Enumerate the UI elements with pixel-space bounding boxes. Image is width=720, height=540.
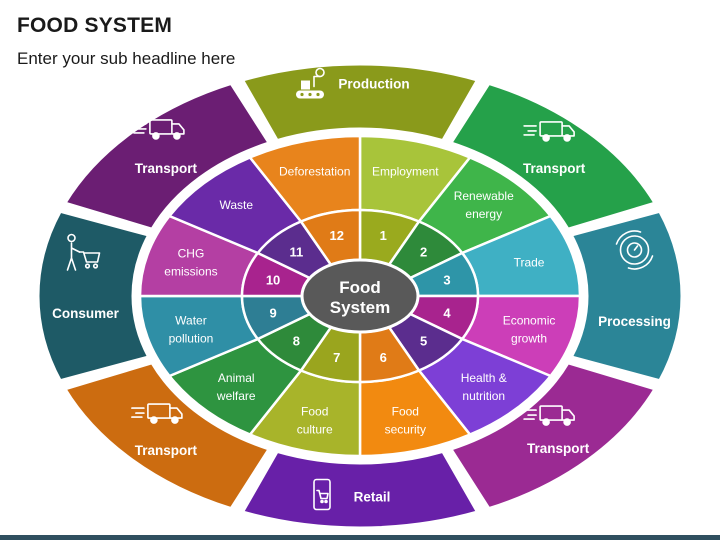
- inner-segment-label: Trade: [514, 256, 545, 270]
- page-title: FOOD SYSTEM: [17, 14, 173, 37]
- outer-segment-shape: [240, 449, 480, 530]
- inner-segment-label: Renewable: [454, 189, 514, 203]
- outer-segment-shape: [36, 209, 151, 383]
- inner-segment-label: emissions: [164, 265, 217, 279]
- inner-segment-label: Food: [392, 405, 419, 419]
- inner-segment-label: pollution: [169, 331, 214, 345]
- segment-number: 5: [420, 334, 427, 349]
- inner-segment-label: Water: [175, 313, 207, 327]
- segment-number: 2: [420, 244, 427, 259]
- inner-segment-label: energy: [465, 207, 502, 221]
- inner-segment-12: Deforestation: [247, 134, 362, 224]
- outer-segment-label: Transport: [135, 161, 198, 176]
- shopper-cart-icon: [66, 233, 101, 271]
- outer-segment-label: Consumer: [52, 306, 120, 321]
- factory-conveyor-icon: [296, 67, 325, 99]
- outer-segment-transport: Transport: [62, 81, 272, 231]
- inner-segment-label: Employment: [372, 164, 439, 178]
- outer-segment-consumer: Consumer: [36, 209, 151, 383]
- outer-segment-processing: Processing: [569, 209, 684, 383]
- mobile-cart-icon: [313, 478, 331, 511]
- segment-number: 12: [329, 228, 343, 243]
- outer-segment-label: Production: [338, 77, 409, 92]
- segment-number: 11: [289, 244, 303, 259]
- delivery-truck-icon: [523, 121, 575, 142]
- outer-segment-label: Transport: [527, 441, 590, 456]
- outer-segment-retail: Retail: [240, 449, 480, 530]
- outer-segment-transport: Transport: [448, 361, 658, 511]
- page-subtitle: Enter your sub headline here: [17, 49, 236, 68]
- segment-number: 8: [293, 334, 300, 349]
- segment-number: 9: [269, 305, 276, 320]
- delivery-truck-icon: [133, 119, 185, 140]
- segment-number: 1: [380, 228, 387, 243]
- center-hub: [300, 258, 420, 334]
- outer-segment-shape: [448, 361, 658, 511]
- outer-segment-shape: [240, 62, 480, 143]
- inner-segment-label: welfare: [216, 389, 256, 403]
- delivery-truck-icon: [131, 403, 183, 424]
- outer-segment-shape: [569, 209, 684, 383]
- inner-segment-4: Economic growth: [460, 294, 582, 378]
- outer-segment-production: Production: [240, 62, 480, 143]
- outer-segment-label: Transport: [135, 443, 198, 458]
- inner-segment-label: culture: [297, 423, 333, 437]
- segment-number: 10: [266, 273, 280, 288]
- inner-segment-label: Animal: [218, 371, 255, 385]
- outer-segment-label: Processing: [598, 314, 671, 329]
- inner-segment-label: Food: [301, 405, 328, 419]
- inner-segment-label: Health &: [461, 371, 507, 385]
- center-label-line2: System: [330, 298, 390, 317]
- outer-segment-shape: [62, 81, 272, 231]
- outer-segment-shape: [62, 361, 272, 511]
- inner-segment-label: growth: [511, 331, 547, 345]
- inner-segment-label: Deforestation: [279, 164, 350, 178]
- outer-segment-label: Retail: [354, 490, 391, 505]
- inner-segment-label: security: [385, 423, 426, 437]
- segment-number: 3: [443, 273, 450, 288]
- inner-segment-label: nutrition: [462, 389, 505, 403]
- outer-segment-label: Transport: [523, 161, 586, 176]
- center-label-line1: Food: [339, 278, 381, 297]
- outer-segment-transport: Transport: [62, 361, 272, 511]
- segment-number: 7: [333, 350, 340, 365]
- inner-segment-label: Economic: [503, 313, 556, 327]
- outer-segment-transport: Transport: [448, 81, 658, 231]
- inner-segment-label: CHG: [178, 247, 205, 261]
- segment-number: 4: [443, 305, 451, 320]
- inner-segment-label: Waste: [219, 198, 253, 212]
- segment-number: 6: [380, 350, 387, 365]
- outer-segment-shape: [448, 81, 658, 231]
- inner-segment-9: Water pollution: [138, 294, 260, 378]
- bottom-accent-bar: [0, 535, 720, 540]
- delivery-truck-icon: [523, 405, 575, 426]
- processing-gear-icon: [615, 230, 654, 270]
